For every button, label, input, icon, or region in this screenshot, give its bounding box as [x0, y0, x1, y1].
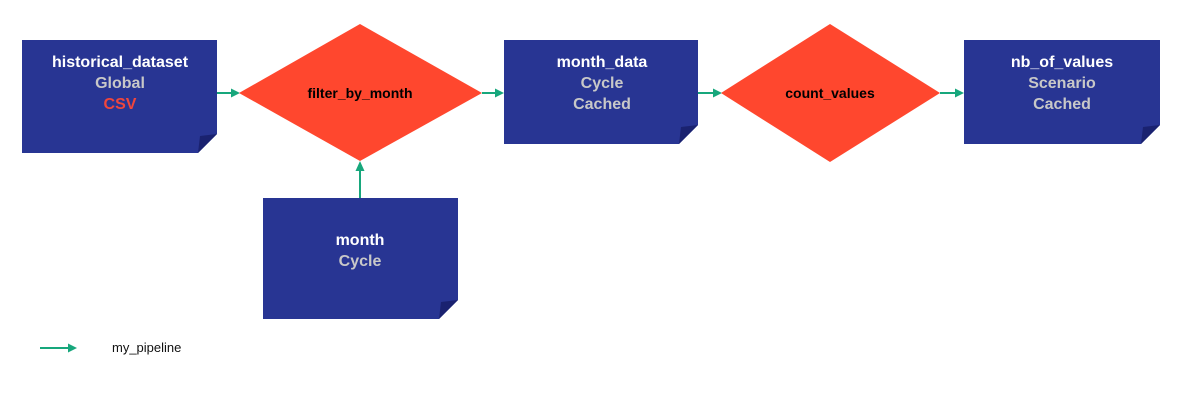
- page-fold-icon: [679, 125, 698, 144]
- edge-month-data-to-count-values: [698, 88, 722, 98]
- data-node-name: historical_dataset: [52, 54, 189, 71]
- data-node-shape: [263, 198, 458, 319]
- task-node-shape: [721, 24, 940, 162]
- data-node-name: month: [336, 232, 385, 249]
- task-node-shape: [239, 24, 482, 161]
- data-node-scope: Global: [95, 75, 145, 92]
- data-node-nb-of-values[interactable]: nb_of_values Scenario Cached: [964, 40, 1160, 144]
- data-node-storage: Cached: [1033, 96, 1091, 113]
- data-node-shape: [504, 40, 698, 144]
- edges: [217, 88, 964, 198]
- legend: my_pipeline: [40, 340, 181, 355]
- edge-month-to-filter-by-month: [355, 161, 365, 198]
- data-node-month-data[interactable]: month_data Cycle Cached: [504, 40, 698, 144]
- data-node-historical-dataset[interactable]: historical_dataset Global CSV: [22, 40, 217, 153]
- task-node-filter-by-month[interactable]: filter_by_month: [239, 24, 482, 161]
- data-node-storage: Cached: [573, 96, 631, 113]
- data-node-scope: Cycle: [581, 75, 624, 92]
- page-fold-icon: [439, 300, 458, 319]
- data-node-scope: Scenario: [1028, 75, 1096, 92]
- task-node-name: count_values: [785, 85, 875, 101]
- edge-count-values-to-nb-of-values: [940, 88, 964, 98]
- edge-historical-dataset-to-filter-by-month: [217, 88, 240, 98]
- legend-label: my_pipeline: [112, 340, 181, 355]
- page-fold-icon: [198, 134, 217, 153]
- page-fold-icon: [1141, 125, 1160, 144]
- task-node-name: filter_by_month: [307, 85, 412, 101]
- data-node-shape: [964, 40, 1160, 144]
- data-node-month[interactable]: month Cycle: [263, 198, 458, 319]
- data-node-scope: Cycle: [339, 253, 382, 270]
- task-node-count-values[interactable]: count_values: [721, 24, 940, 162]
- arrow-right-icon: [40, 343, 77, 353]
- data-node-name: month_data: [557, 54, 648, 71]
- data-node-name: nb_of_values: [1011, 54, 1113, 71]
- data-node-storage: CSV: [104, 96, 137, 113]
- edge-filter-by-month-to-month-data: [482, 88, 504, 98]
- data-node-shape: [22, 40, 217, 153]
